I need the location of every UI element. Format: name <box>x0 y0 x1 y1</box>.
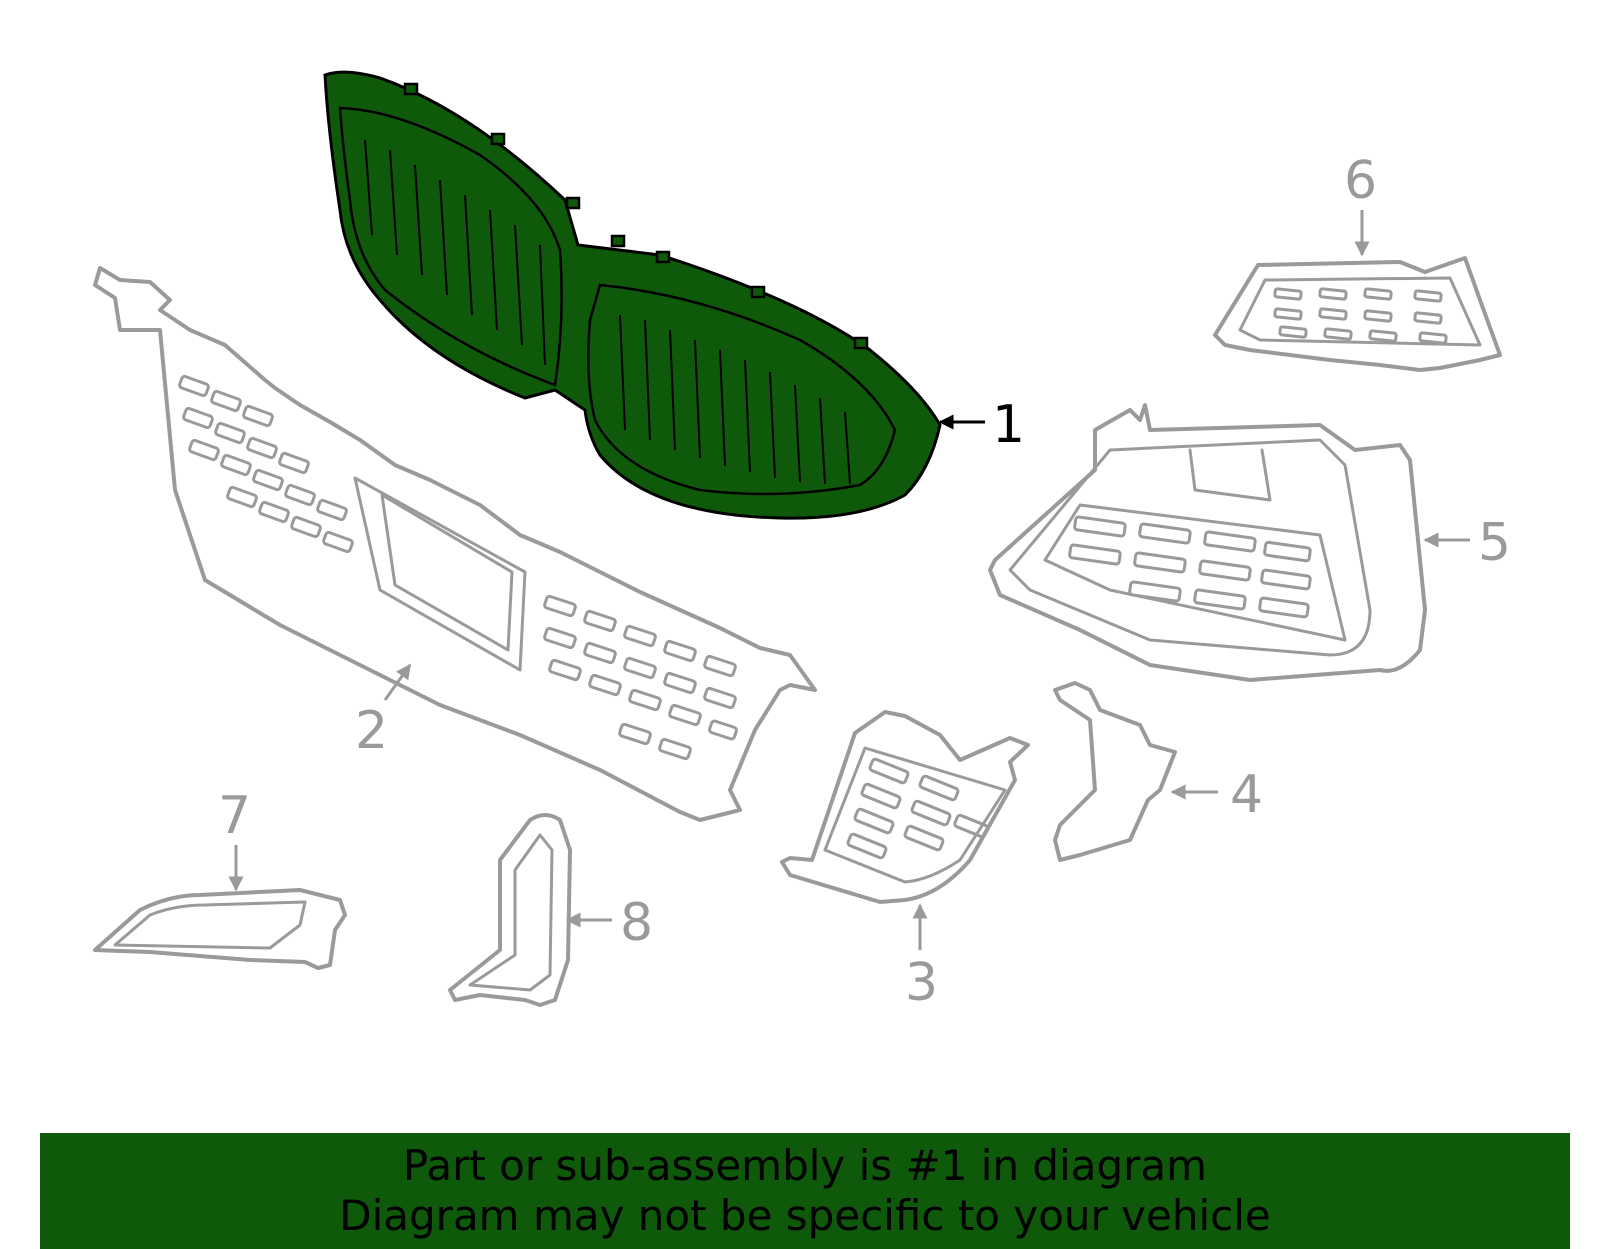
callout-5: 5 <box>1478 513 1511 573</box>
callout-8: 8 <box>620 893 653 953</box>
callout-3: 3 <box>905 953 938 1013</box>
callout-1: 1 <box>992 395 1025 455</box>
callout-7: 7 <box>218 786 251 846</box>
banner-line-2: Diagram may not be specific to your vehi… <box>339 1191 1271 1240</box>
parts-diagram: 1 2 3 4 5 6 7 8 <box>93 70 1511 1013</box>
callout-4: 4 <box>1230 765 1263 825</box>
part-6-upper-insert[interactable] <box>1213 256 1502 372</box>
part-2-lower-grille[interactable] <box>93 266 817 822</box>
part-4-bracket[interactable] <box>1053 681 1177 862</box>
leader-2 <box>383 663 412 701</box>
part-8-vertical-bracket[interactable] <box>448 813 572 1007</box>
banner-line-1: Part or sub-assembly is #1 in diagram <box>402 1141 1208 1190</box>
callout-6: 6 <box>1344 151 1377 211</box>
callout-2: 2 <box>355 701 388 761</box>
part-1-kidney-grille[interactable] <box>323 70 942 520</box>
part-3-side-grille-insert[interactable] <box>780 710 1030 904</box>
part-5-side-grille-surround[interactable] <box>988 403 1427 682</box>
footer-banner: Part or sub-assembly is #1 in diagram Di… <box>40 1133 1570 1249</box>
part-7-fog-lamp-trim[interactable] <box>93 888 347 970</box>
